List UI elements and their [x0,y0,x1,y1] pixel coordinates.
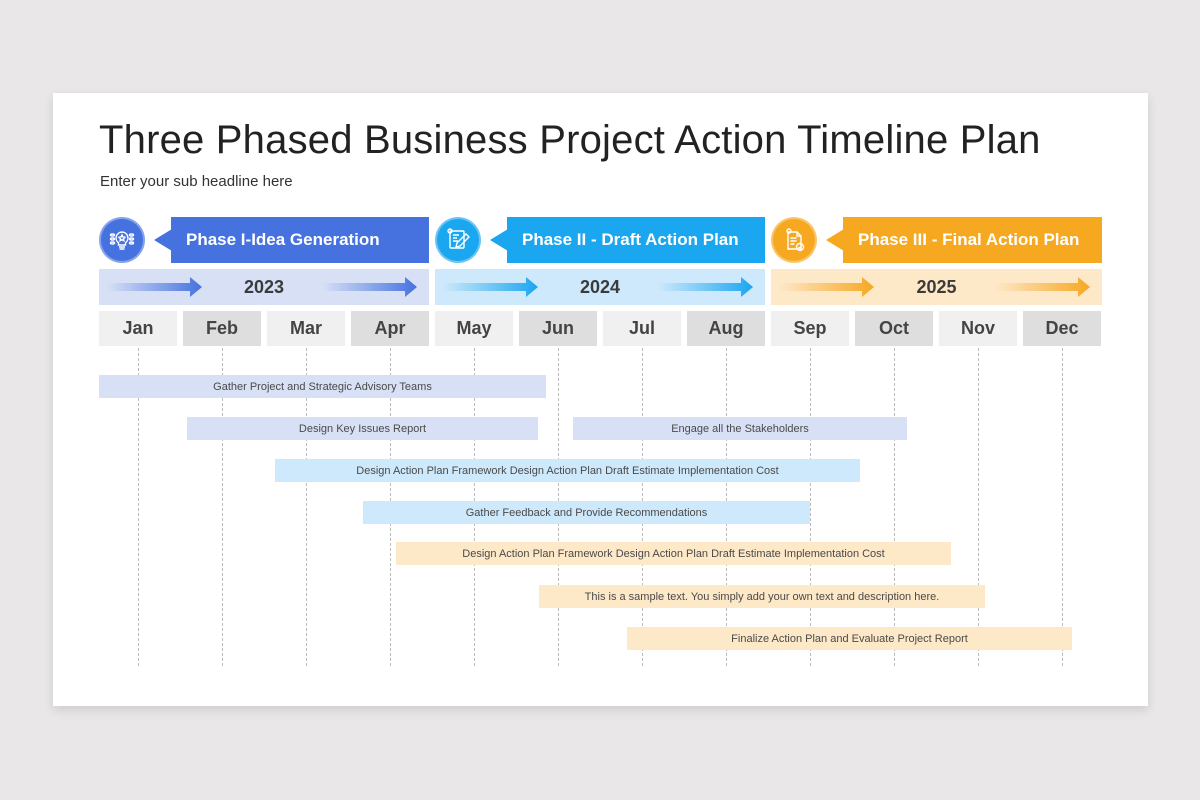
gridline [306,348,307,666]
gridline [1062,348,1063,666]
phase-pointer [490,229,508,251]
month-dec: Dec [1023,311,1101,346]
task-bar: Design Action Plan Framework Design Acti… [275,459,860,482]
gridline [978,348,979,666]
gridline [810,348,811,666]
month-nov: Nov [939,311,1017,346]
phase-2-banner: Phase II - Draft Action Plan [507,217,765,263]
month-mar: Mar [267,311,345,346]
task-bar: Engage all the Stakeholders [573,417,907,440]
arrow-right-icon [995,277,1090,297]
task-bar: Finalize Action Plan and Evaluate Projec… [627,627,1072,650]
arrow-right-icon [658,277,753,297]
phase-3-header: Phase III - Final Action Plan [771,217,1102,263]
year-label: 2025 [916,276,957,297]
month-may: May [435,311,513,346]
phase-3-label: Phase III - Final Action Plan [858,230,1080,249]
lightbulb-icon [99,217,145,263]
phase-3-banner: Phase III - Final Action Plan [843,217,1102,263]
task-label: Engage all the Stakeholders [671,422,809,435]
year-band-2023: 2023 [99,269,429,305]
year-band-2024: 2024 [435,269,765,305]
phase-2-header: Phase II - Draft Action Plan [435,217,765,263]
task-bar: Gather Feedback and Provide Recommendati… [363,501,810,524]
phase-pointer [154,229,172,251]
arrow-right-icon [443,277,538,297]
phase-1-label: Phase I-Idea Generation [186,230,380,249]
month-sep: Sep [771,311,849,346]
task-label: Design Key Issues Report [298,422,427,435]
month-oct: Oct [855,311,933,346]
document-check-icon [771,217,817,263]
task-label: This is a sample text. You simply add yo… [584,590,940,603]
task-label: Design Action Plan Framework Design Acti… [462,547,885,560]
blueprint-pencil-icon [435,217,481,263]
phase-1-header: Phase I-Idea Generation [99,217,429,263]
phase-2-label: Phase II - Draft Action Plan [522,230,739,249]
arrow-right-icon [107,277,202,297]
month-jun: Jun [519,311,597,346]
month-jan: Jan [99,311,177,346]
task-label: Finalize Action Plan and Evaluate Projec… [731,632,968,645]
task-bar: Design Key Issues Report [187,417,538,440]
phase-pointer [826,229,844,251]
task-label: Gather Feedback and Provide Recommendati… [465,506,708,519]
year-band-2025: 2025 [771,269,1102,305]
month-jul: Jul [603,311,681,346]
page-subtitle: Enter your sub headline here [100,173,293,190]
phase-1-banner: Phase I-Idea Generation [171,217,429,263]
gridline [894,348,895,666]
year-label: 2024 [579,276,621,297]
arrow-right-icon [322,277,417,297]
month-apr: Apr [351,311,429,346]
arrow-right-icon [779,277,874,297]
task-label: Design Action Plan Framework Design Acti… [356,464,779,477]
page-title: Three Phased Business Project Action Tim… [99,118,1041,162]
task-bar: Design Action Plan Framework Design Acti… [396,542,951,565]
gridline [138,348,139,666]
year-label: 2023 [243,276,285,297]
task-bar: This is a sample text. You simply add yo… [539,585,985,608]
month-aug: Aug [687,311,765,346]
task-label: Gather Project and Strategic Advisory Te… [213,380,432,393]
task-bar: Gather Project and Strategic Advisory Te… [99,375,546,398]
gridline [222,348,223,666]
month-feb: Feb [183,311,261,346]
